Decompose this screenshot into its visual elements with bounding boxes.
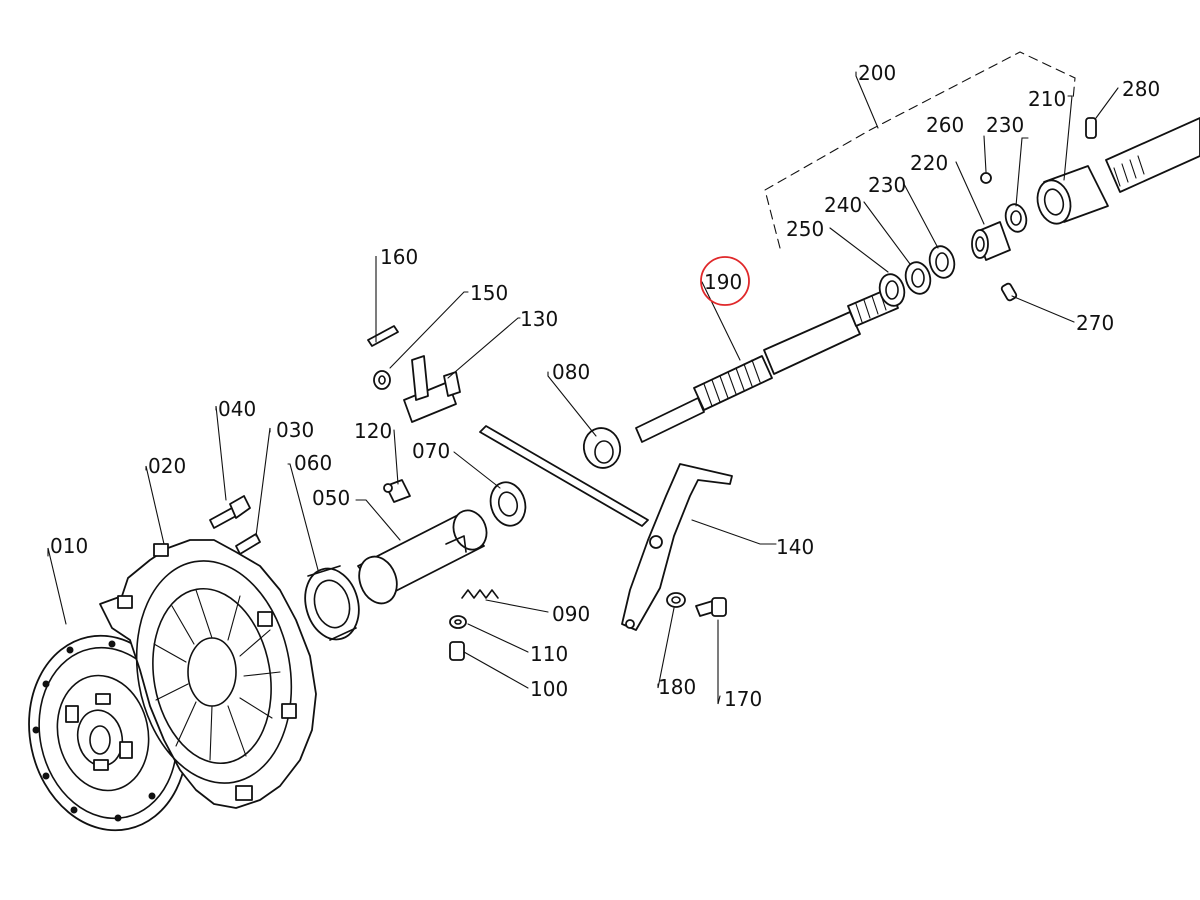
label-280[interactable]: 280: [1122, 77, 1160, 101]
label-120[interactable]: 120: [354, 419, 392, 443]
release-lever-140[interactable]: [621, 463, 733, 631]
highlight-circle-190: [700, 256, 750, 306]
dowel-pin-030[interactable]: [235, 533, 261, 555]
label-240[interactable]: 240: [824, 193, 862, 217]
label-030[interactable]: 030: [276, 418, 314, 442]
washer-110[interactable]: [449, 615, 467, 629]
label-060[interactable]: 060: [294, 451, 332, 475]
oil-seal-070[interactable]: [486, 478, 530, 529]
leader-lines: [47, 71, 1119, 705]
hub-220[interactable]: [971, 221, 1011, 261]
release-sleeve-050[interactable]: [353, 506, 492, 609]
grease-fitting-120[interactable]: [383, 479, 411, 503]
label-070[interactable]: 070: [412, 439, 450, 463]
label-090[interactable]: 090: [552, 602, 590, 626]
label-250[interactable]: 250: [786, 217, 824, 241]
label-080[interactable]: 080: [552, 360, 590, 384]
washer-150[interactable]: [373, 370, 391, 390]
label-140[interactable]: 140: [776, 535, 814, 559]
release-fork-130[interactable]: [403, 355, 461, 423]
label-020[interactable]: 020: [148, 454, 186, 478]
pressure-plate-020[interactable]: [99, 539, 317, 809]
coupling-210[interactable]: [1033, 165, 1109, 227]
output-shaft: [1105, 117, 1200, 193]
part-labels: 010 020 030 040 050 060 070 080 090 100 …: [50, 61, 1160, 711]
label-160[interactable]: 160: [380, 245, 418, 269]
nut-180[interactable]: [666, 592, 686, 608]
bolt-170[interactable]: [695, 597, 727, 617]
pto-shaft-190[interactable]: [635, 287, 899, 443]
label-040[interactable]: 040: [218, 397, 256, 421]
label-230-a[interactable]: 230: [868, 173, 906, 197]
pin-280[interactable]: [1085, 117, 1097, 139]
label-170[interactable]: 170: [724, 687, 762, 711]
bolt-040[interactable]: [209, 495, 251, 529]
label-210[interactable]: 210: [1028, 87, 1066, 111]
spring-pin-160[interactable]: [367, 325, 399, 347]
label-190[interactable]: 190: [704, 270, 742, 294]
label-180[interactable]: 180: [658, 675, 696, 699]
label-100[interactable]: 100: [530, 677, 568, 701]
label-200[interactable]: 200: [858, 61, 896, 85]
ball-260[interactable]: [980, 172, 992, 184]
label-130[interactable]: 130: [520, 307, 558, 331]
label-110[interactable]: 110: [530, 642, 568, 666]
label-050[interactable]: 050: [312, 486, 350, 510]
assembly-200-bracket: [764, 51, 1076, 249]
release-shaft-rod: [479, 425, 649, 527]
bolt-100[interactable]: [449, 641, 465, 661]
release-bearing-060[interactable]: [298, 562, 367, 645]
washer-240[interactable]: [902, 259, 933, 296]
label-220[interactable]: 220: [910, 151, 948, 175]
label-260[interactable]: 260: [926, 113, 964, 137]
label-150[interactable]: 150: [470, 281, 508, 305]
spring-090[interactable]: [461, 589, 499, 599]
label-230-b[interactable]: 230: [986, 113, 1024, 137]
washer-230-b[interactable]: [1003, 202, 1030, 234]
washer-230-a[interactable]: [926, 243, 957, 280]
key-270[interactable]: [1000, 282, 1018, 302]
label-010[interactable]: 010: [50, 534, 88, 558]
snap-ring-250[interactable]: [876, 271, 907, 308]
oil-seal-080[interactable]: [579, 424, 624, 472]
label-270[interactable]: 270: [1076, 311, 1114, 335]
